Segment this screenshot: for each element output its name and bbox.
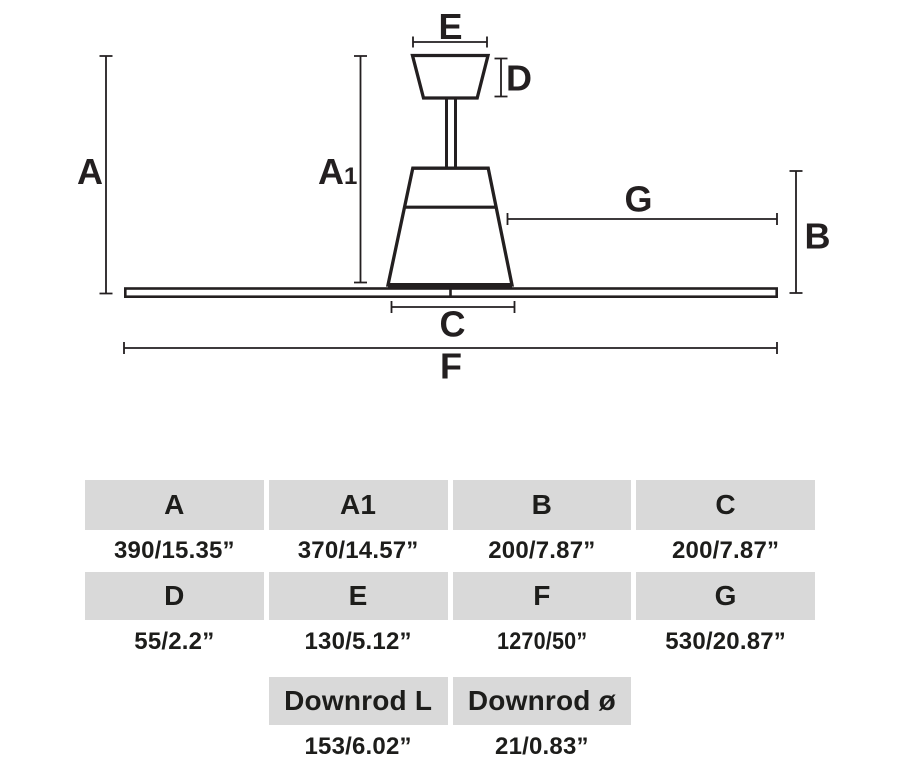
table-header-row-2: D E F G <box>85 572 815 620</box>
canopy-body <box>410 53 491 100</box>
dim-a-label: A <box>77 151 103 192</box>
td-a1: 370/14.57” <box>268 530 448 572</box>
th-downrod-diameter: Downrod ø <box>452 677 632 725</box>
th-g: G <box>636 572 815 620</box>
dim-c-label: C <box>440 304 466 345</box>
th-a1: A1 <box>268 480 448 530</box>
dim-a1-label: A1 <box>318 151 357 192</box>
th-e: E <box>268 572 448 620</box>
dim-c: C <box>390 301 516 345</box>
table-section-gap <box>85 664 815 677</box>
th-d: D <box>85 572 264 620</box>
dim-b-label: B <box>805 216 831 257</box>
td-e: 130/5.12” <box>268 620 448 664</box>
td-d: 55/2.2” <box>85 620 264 664</box>
dim-d: D <box>494 57 532 99</box>
dim-d-line <box>494 57 508 98</box>
dim-g-line <box>506 213 778 225</box>
dim-a: A <box>77 55 113 295</box>
fan-canopy <box>410 53 491 100</box>
dim-b-line <box>789 170 803 294</box>
dim-e-label: E <box>438 6 462 47</box>
dim-g-label: G <box>624 179 652 220</box>
td-g: 530/20.87” <box>636 620 815 664</box>
th-downrod-length: Downrod L <box>268 677 448 725</box>
td-b: 200/7.87” <box>452 530 632 572</box>
th-a: A <box>85 480 264 530</box>
dim-f-line <box>123 342 778 354</box>
td-downrod-diameter: 21/0.83” <box>452 725 632 769</box>
fan-diagram: A A1 E D G B <box>77 6 831 387</box>
dim-c-line <box>390 301 516 313</box>
dimensions-table: A A1 B C 390/15.35” 370/14.57” 200/7.87”… <box>85 480 815 769</box>
motor-body <box>385 166 515 287</box>
dim-e-line <box>412 36 488 48</box>
fan-downrod <box>445 98 457 169</box>
dim-g: G <box>506 179 778 225</box>
dim-a1-line <box>354 55 367 284</box>
dim-a-line <box>99 55 113 295</box>
th-b: B <box>452 480 632 530</box>
dim-e: E <box>412 6 488 48</box>
dim-a1: A1 <box>318 55 367 284</box>
table-header-row-downrod: Downrod L Downrod ø <box>268 677 632 725</box>
table-value-row-2: 55/2.2” 130/5.12” 1270/50” 530/20.87” <box>85 620 815 664</box>
dim-b: B <box>789 170 831 294</box>
fan-blades <box>124 287 779 298</box>
td-a: 390/15.35” <box>85 530 264 572</box>
td-f: 1270/50” <box>452 620 632 664</box>
dim-f-label: F <box>440 346 462 387</box>
th-f: F <box>452 572 632 620</box>
dim-f: F <box>123 342 778 387</box>
td-downrod-length: 153/6.02” <box>268 725 448 769</box>
table-value-row-1: 390/15.35” 370/14.57” 200/7.87” 200/7.87… <box>85 530 815 572</box>
fan-motor <box>385 166 515 289</box>
table-value-row-downrod: 153/6.02” 21/0.83” <box>268 725 632 769</box>
table-header-row-1: A A1 B C <box>85 480 815 530</box>
td-c: 200/7.87” <box>636 530 815 572</box>
th-c: C <box>636 480 815 530</box>
dim-d-label: D <box>506 58 532 99</box>
